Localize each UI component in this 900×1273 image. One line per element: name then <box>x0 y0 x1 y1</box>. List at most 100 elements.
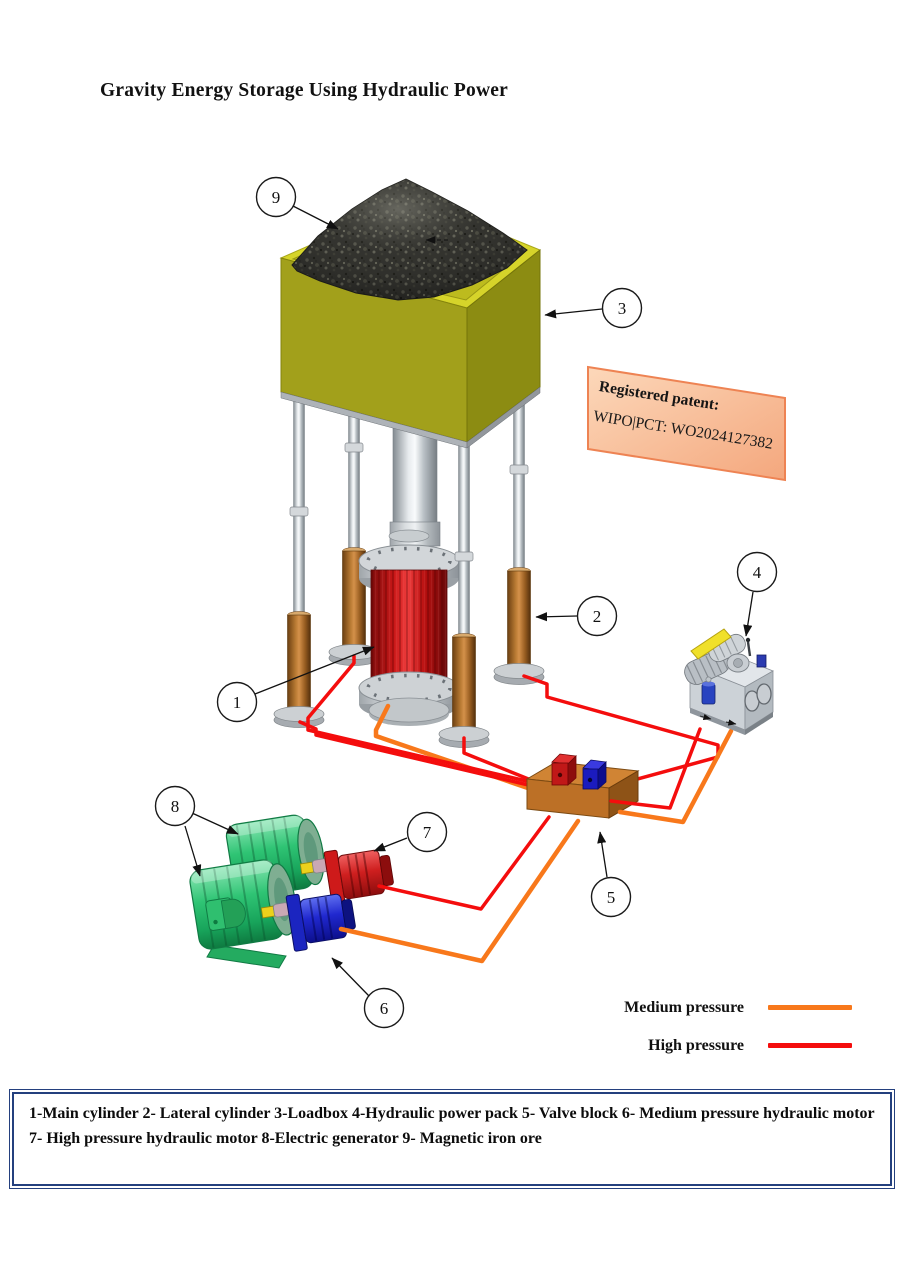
filter-canister <box>701 683 716 705</box>
filter-canister-top <box>702 681 715 687</box>
valve-block-right <box>608 770 639 819</box>
callout-circle <box>154 785 196 827</box>
callout-number: 5 <box>607 888 616 907</box>
legend-label-high: High pressure <box>648 1036 744 1054</box>
leader-1 <box>254 646 375 695</box>
pressure-legend: Medium pressure High pressure <box>540 997 852 1073</box>
lateral-cylinder-body <box>452 636 476 732</box>
callout-loadbox: 3 <box>601 287 643 329</box>
callout-circle <box>736 551 778 593</box>
control-lever <box>746 641 752 657</box>
ore-pile-shading <box>292 179 527 300</box>
valve-high-pressure <box>551 753 577 786</box>
pipe-high-to-motor <box>377 815 551 911</box>
top-flange-bolt-holes <box>366 546 452 576</box>
shaft-coupling-rear <box>299 858 329 875</box>
callout-leaders <box>184 205 754 997</box>
bottom-flange-bolt-holes <box>366 673 452 703</box>
tank-vent-2 <box>756 683 772 705</box>
motor-end-cap <box>379 854 394 887</box>
tank-base-right <box>745 712 773 735</box>
legend-line-medium <box>768 1005 852 1010</box>
valve-port <box>587 777 593 783</box>
callout-number: 1 <box>233 693 242 712</box>
figure-caption-box: 1-Main cylinder 2- Lateral cylinder 3-Lo… <box>9 1089 895 1189</box>
lateral-rod <box>458 444 470 639</box>
shaft-coupling-front <box>260 902 290 919</box>
lateral-rod <box>513 394 525 572</box>
callout-circle <box>576 595 618 637</box>
top-flange-hub-top <box>388 529 430 543</box>
leader-4 <box>743 591 754 637</box>
valve-side <box>597 761 607 790</box>
callout-number: 6 <box>380 999 389 1018</box>
filter-cap <box>705 676 712 683</box>
callout-number: 7 <box>423 823 432 842</box>
callout-number: 4 <box>753 563 762 582</box>
legend-line-high <box>768 1043 852 1048</box>
callout-balloons: 1 2 3 4 5 6 7 <box>154 176 778 1029</box>
high-pressure-motor <box>323 849 394 908</box>
leader-8a <box>191 812 239 835</box>
leader-6 <box>331 957 370 997</box>
hydraulic-lines-to-motors <box>338 815 581 964</box>
solenoid-valve <box>756 654 767 668</box>
callout-number: 2 <box>593 607 602 626</box>
lateral-cylinder-back-right <box>493 394 545 685</box>
leader-5 <box>597 831 608 878</box>
callout-magnetic-iron-ore: 9 <box>255 176 297 218</box>
lateral-cylinder-body <box>287 614 311 712</box>
lateral-rod-collar <box>509 464 529 475</box>
valve-side <box>567 755 577 786</box>
page-title: Gravity Energy Storage Using Hydraulic P… <box>100 80 508 101</box>
pipe-high-back-left-leg <box>306 654 584 796</box>
pipe-medium-to-power-pack <box>617 728 734 825</box>
callout-circle <box>216 681 258 723</box>
valve-medium-pressure <box>582 759 607 790</box>
callout-valve-block: 5 <box>590 876 632 918</box>
leader-9 <box>292 205 339 230</box>
leader-3 <box>544 308 603 319</box>
leader-8b <box>184 825 202 877</box>
callout-number: 9 <box>272 188 281 207</box>
tank-flow-mark-1 <box>699 713 712 721</box>
lateral-rod-collar <box>289 506 309 517</box>
lateral-cylinder-flange <box>493 663 545 679</box>
leader-7 <box>373 837 408 852</box>
callout-main-cylinder: 1 <box>216 681 258 723</box>
lifting-beam-yellow <box>690 628 732 660</box>
callout-high-pressure-motor: 7 <box>406 811 448 853</box>
generator-top-highlight <box>191 860 273 884</box>
loadbox-base-plate-right <box>466 386 541 449</box>
callout-hydraulic-power-pack: 4 <box>736 551 778 593</box>
lateral-rod-collar <box>344 442 364 453</box>
callout-circle <box>406 811 448 853</box>
motor-rings <box>346 852 372 898</box>
callout-number: 8 <box>171 797 180 816</box>
hydraulic-lines-to-power-pack <box>609 727 734 825</box>
pipe-high-to-power-pack <box>609 727 702 810</box>
callout-circle <box>601 287 643 329</box>
callout-medium-pressure-motor: 6 <box>363 987 405 1029</box>
callout-lateral-cylinder: 2 <box>576 595 618 637</box>
leader-2 <box>535 612 578 622</box>
patent-note-panel <box>587 365 786 482</box>
main-cylinder <box>358 427 460 726</box>
generator-feet <box>206 944 287 969</box>
patent-note: Registered patent: WIPO|PCT: WO202412738… <box>587 365 786 482</box>
callout-circle <box>255 176 297 218</box>
shaft-yellow <box>299 861 315 875</box>
generator-ribs <box>235 817 297 897</box>
generator-top-highlight <box>227 815 303 837</box>
callout-electric-generator: 8 <box>154 785 196 827</box>
callout-number: 3 <box>618 299 627 318</box>
legend-label-medium: Medium pressure <box>624 998 744 1016</box>
medium-pressure-motor <box>285 893 356 952</box>
lateral-rod <box>348 403 360 552</box>
lateral-cylinder-body <box>507 570 531 669</box>
generator-endbell <box>220 898 246 930</box>
pump-fins <box>711 636 739 661</box>
hydraulic-power-pack <box>684 628 774 735</box>
lateral-cylinder-front-right <box>438 444 490 748</box>
